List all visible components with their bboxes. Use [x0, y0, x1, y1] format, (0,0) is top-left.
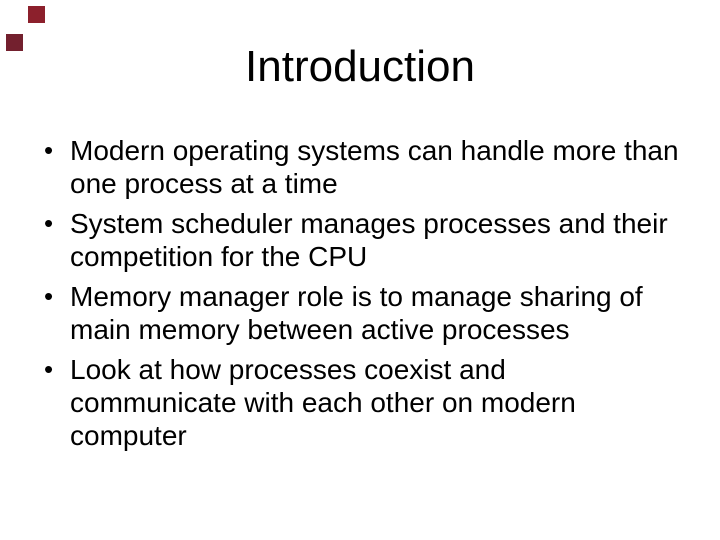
slide-title: Introduction [245, 42, 475, 91]
bullet-item: • Memory manager role is to manage shari… [42, 280, 700, 346]
bullet-list: • Modern operating systems can handle mo… [42, 134, 700, 452]
bullet-icon: • [44, 135, 54, 165]
bullet-line: competition for the CPU [70, 241, 368, 272]
bullet-item: • System scheduler manages processes and… [42, 207, 700, 273]
bullet-line: one process at a time [70, 168, 338, 199]
watermark-square-left [6, 34, 23, 51]
bullet-line: Memory manager role is to manage sharing… [70, 281, 643, 312]
bullet-line: main memory between active processes [70, 314, 570, 345]
bullet-line: computer [70, 420, 187, 451]
bullet-line: Modern operating systems can handle more… [70, 135, 679, 166]
bullet-line: Look at how processes coexist and [70, 354, 506, 385]
bullet-item: • Look at how processes coexist and comm… [42, 353, 700, 452]
bullet-icon: • [44, 354, 54, 384]
bullet-icon: • [44, 208, 54, 238]
watermark-square-top [28, 6, 45, 23]
bullet-line: System scheduler manages processes and t… [70, 208, 668, 239]
bullet-item: • Modern operating systems can handle mo… [42, 134, 700, 200]
bullet-icon: • [44, 281, 54, 311]
bullet-line: communicate with each other on modern [70, 387, 576, 418]
